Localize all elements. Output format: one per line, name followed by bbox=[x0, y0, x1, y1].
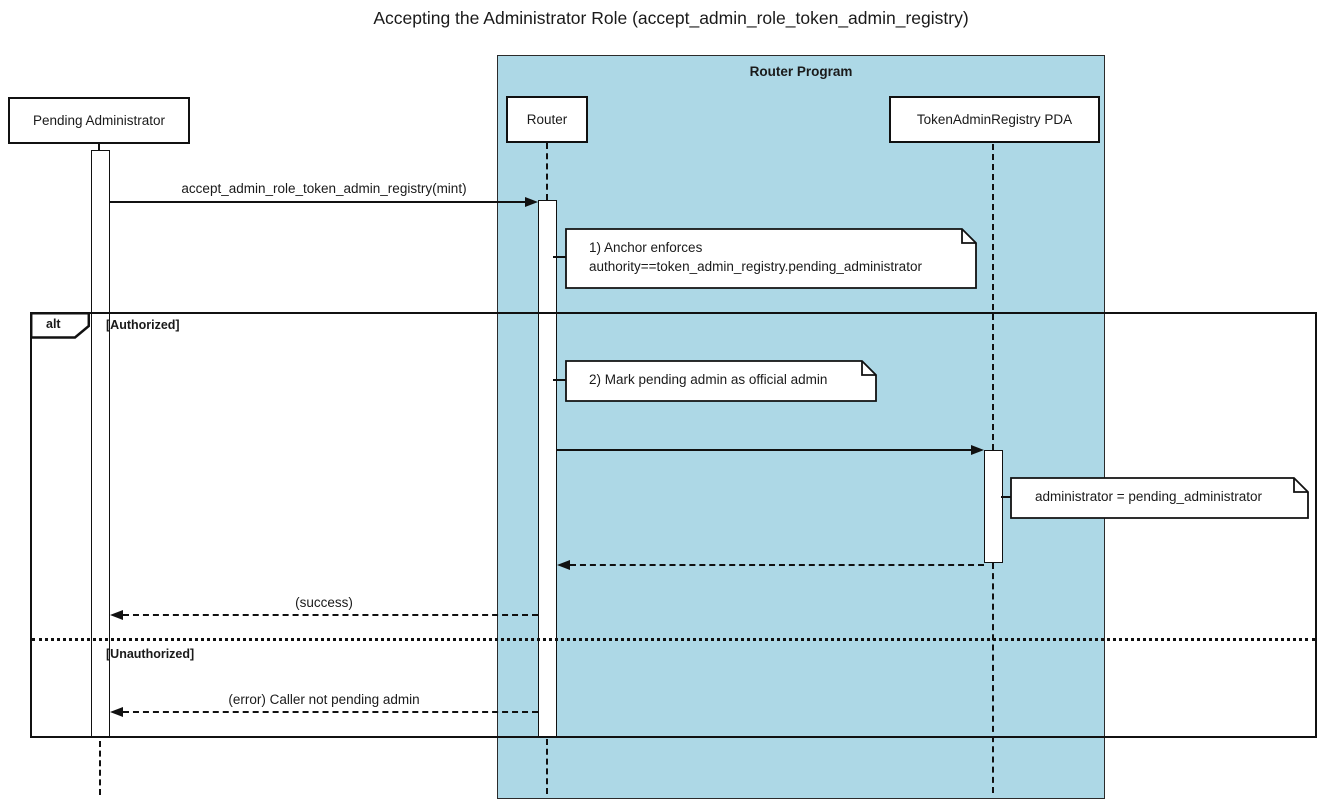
router-program-label: Router Program bbox=[749, 64, 853, 79]
return-error-arrowhead bbox=[110, 707, 123, 717]
lifeline-router-top bbox=[546, 143, 548, 200]
return-success-arrowhead bbox=[110, 610, 123, 620]
note-anchor-enforces-connector bbox=[553, 256, 566, 258]
participant-pending-administrator-label: Pending Administrator bbox=[32, 113, 166, 128]
activation-pending-administrator bbox=[91, 150, 110, 738]
guard-unauthorized: [Unauthorized] bbox=[106, 647, 195, 661]
lifeline-pending-administrator-bottom bbox=[99, 741, 101, 795]
lifeline-router-bottom bbox=[546, 739, 548, 794]
participant-token-admin-registry-pda: TokenAdminRegistry PDA bbox=[889, 96, 1100, 143]
note-administrator-assign-text: administrator = pending_administrator bbox=[1035, 489, 1262, 504]
message-accept-admin-role-label: accept_admin_role_token_admin_registry(m… bbox=[181, 181, 467, 196]
activation-router bbox=[538, 200, 557, 738]
message-router-to-registry-line bbox=[557, 449, 972, 451]
note-mark-admin-connector bbox=[553, 379, 566, 381]
return-registry-to-router-line bbox=[570, 564, 984, 566]
note-anchor-enforces bbox=[565, 228, 977, 289]
alt-operator-label: alt bbox=[46, 317, 61, 331]
alt-operator-pentagon bbox=[29, 311, 90, 339]
note-mark-admin bbox=[565, 360, 877, 402]
guard-authorized: [Authorized] bbox=[106, 318, 180, 332]
participant-router-label: Router bbox=[526, 112, 568, 127]
return-success-line bbox=[123, 614, 538, 616]
note-anchor-enforces-line1: 1) Anchor enforces bbox=[589, 240, 703, 255]
return-error-label: (error) Caller not pending admin bbox=[228, 692, 420, 707]
message-accept-admin-role-line bbox=[110, 201, 526, 203]
activation-token-admin-registry bbox=[984, 450, 1003, 563]
return-success-label: (success) bbox=[295, 595, 353, 610]
lifeline-token-admin-registry-top bbox=[992, 144, 994, 450]
note-mark-admin-text: 2) Mark pending admin as official admin bbox=[589, 372, 828, 387]
message-router-to-registry-arrowhead bbox=[971, 445, 984, 455]
note-anchor-enforces-line2: authority==token_admin_registry.pending_… bbox=[589, 258, 922, 274]
return-registry-to-router-arrowhead bbox=[557, 560, 570, 570]
participant-router: Router bbox=[506, 96, 588, 143]
lifeline-token-admin-registry-bottom bbox=[992, 563, 994, 793]
participant-token-admin-registry-pda-label: TokenAdminRegistry PDA bbox=[916, 112, 1073, 127]
lifeline-pending-administrator-stub bbox=[98, 144, 100, 151]
message-accept-admin-role-arrowhead bbox=[525, 197, 538, 207]
participant-pending-administrator: Pending Administrator bbox=[8, 97, 190, 144]
return-error-line bbox=[123, 711, 538, 713]
note-administrator-assign bbox=[1010, 477, 1309, 519]
note-anchor-enforces-text: 1) Anchor enforces authority==token_admi… bbox=[589, 239, 922, 276]
router-program-boundary bbox=[497, 55, 1105, 799]
diagram-title: Accepting the Administrator Role (accept… bbox=[373, 8, 969, 28]
note-administrator-assign-connector bbox=[1001, 496, 1011, 498]
